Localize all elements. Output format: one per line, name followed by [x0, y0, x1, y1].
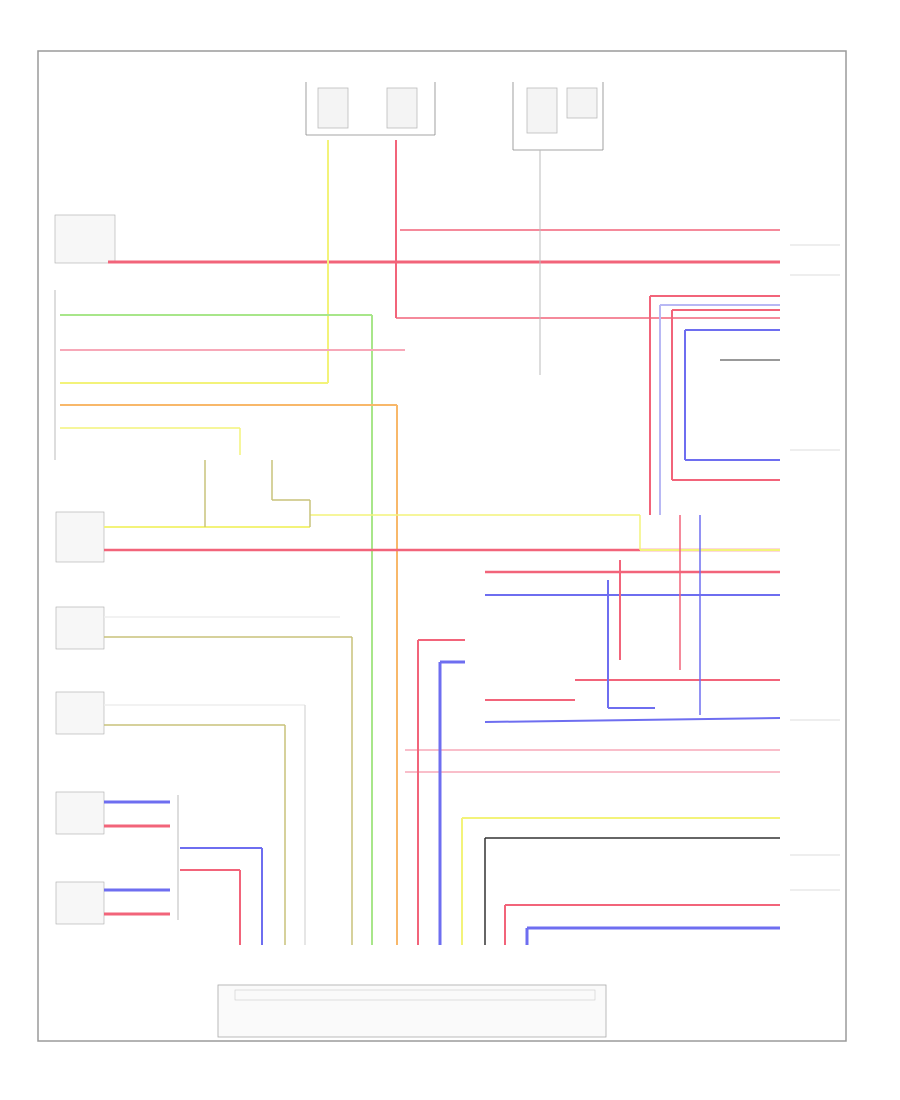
component-right-connector-lower [461, 817, 780, 945]
component-sensor-group-1 [55, 460, 780, 563]
component-control-unit-bottom [217, 984, 607, 1038]
blue-wire-mid-2 [484, 717, 781, 723]
component-right-connector-top [649, 295, 780, 515]
component-right-connector-middle [607, 515, 701, 715]
component-right-connector-bottom [504, 904, 780, 945]
diagram-border [37, 50, 847, 1042]
fuse-block-2 [512, 82, 604, 151]
component-sensor-group-2 [55, 606, 353, 945]
right-connector-ticks [790, 244, 840, 891]
fuse-block-1 [305, 82, 436, 136]
component-sensor-group-3 [55, 691, 306, 945]
component-sensor-group-4 [55, 791, 263, 945]
component-main-module-left [54, 214, 116, 460]
